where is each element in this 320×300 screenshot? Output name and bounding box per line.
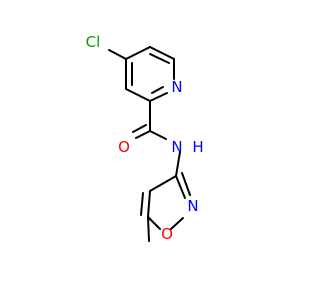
atom-isoxazole-oxygen: O [161, 225, 173, 243]
bond-carbonyl-n [149, 130, 167, 140]
bond-oiso-c5 [147, 216, 161, 230]
bond-c5-c4-double [140, 192, 144, 216]
atom-label-layer: Cl N O N H N O [86, 33, 204, 243]
atom-pyridine-nitrogen: N [171, 78, 182, 96]
bond-c1-cl [108, 49, 127, 60]
bond-carbonyl-o [135, 130, 151, 139]
bond-c3-c4 [149, 175, 177, 192]
bond-n-c3iso [175, 151, 181, 177]
bond-c5-methyl [147, 216, 150, 242]
bond-c2-c3 [149, 46, 175, 60]
bond-c2-c3-double [149, 53, 170, 64]
bond-c3-niso-double [181, 172, 191, 196]
atom-chlorine: Cl [86, 33, 101, 51]
bond-c3-niso [175, 175, 186, 199]
bond-c1-c2 [125, 46, 151, 60]
bond-n-c5-double [151, 86, 164, 94]
atom-amide-nitrogen: N [171, 138, 182, 156]
bond-niso-oiso [170, 217, 184, 230]
atom-isoxazole-nitrogen: N [187, 197, 198, 215]
atom-carbonyl-oxygen: O [118, 138, 130, 156]
bond-layer [108, 46, 191, 242]
bond-c5-c6 [125, 88, 151, 102]
bond-n-c5 [149, 92, 168, 102]
molecule-structure: Cl N O N H N O [86, 33, 204, 243]
bond-c5-c4 [147, 190, 151, 218]
bond-carbonyl-o-double [132, 124, 147, 133]
atom-amide-hydrogen: H [192, 138, 203, 156]
